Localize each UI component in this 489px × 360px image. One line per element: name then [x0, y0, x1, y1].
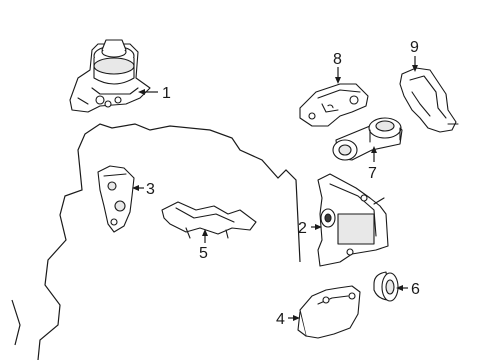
callout-3: 3: [146, 181, 155, 198]
callout-5: 5: [199, 245, 208, 262]
callout-8: 8: [333, 51, 342, 68]
leader-3: [132, 185, 144, 191]
leader-8: [335, 67, 341, 84]
transmission-mount: [317, 173, 389, 267]
mount-cover: [399, 67, 459, 133]
bushing: [373, 271, 399, 302]
leader-6: [396, 285, 408, 291]
lower-bracket: [297, 285, 361, 339]
support-bracket-long: [161, 201, 257, 239]
callout-7: 7: [368, 165, 377, 182]
engine-mount-upper: [69, 39, 151, 113]
leader-2: [311, 224, 322, 230]
torque-rod: [332, 117, 403, 161]
leader-9: [412, 56, 418, 72]
engine-bracket-small: [97, 165, 135, 233]
leader-5: [202, 229, 208, 243]
mount-bracket: [299, 83, 369, 127]
callout-1: 1: [162, 85, 171, 102]
leader-4: [288, 315, 300, 321]
leader-7: [371, 146, 377, 162]
leader-1: [138, 89, 158, 95]
callout-2: 2: [298, 220, 307, 237]
engine-outline: [11, 123, 301, 360]
callout-4: 4: [276, 311, 285, 328]
callout-9: 9: [410, 39, 419, 56]
callout-6: 6: [411, 281, 420, 298]
